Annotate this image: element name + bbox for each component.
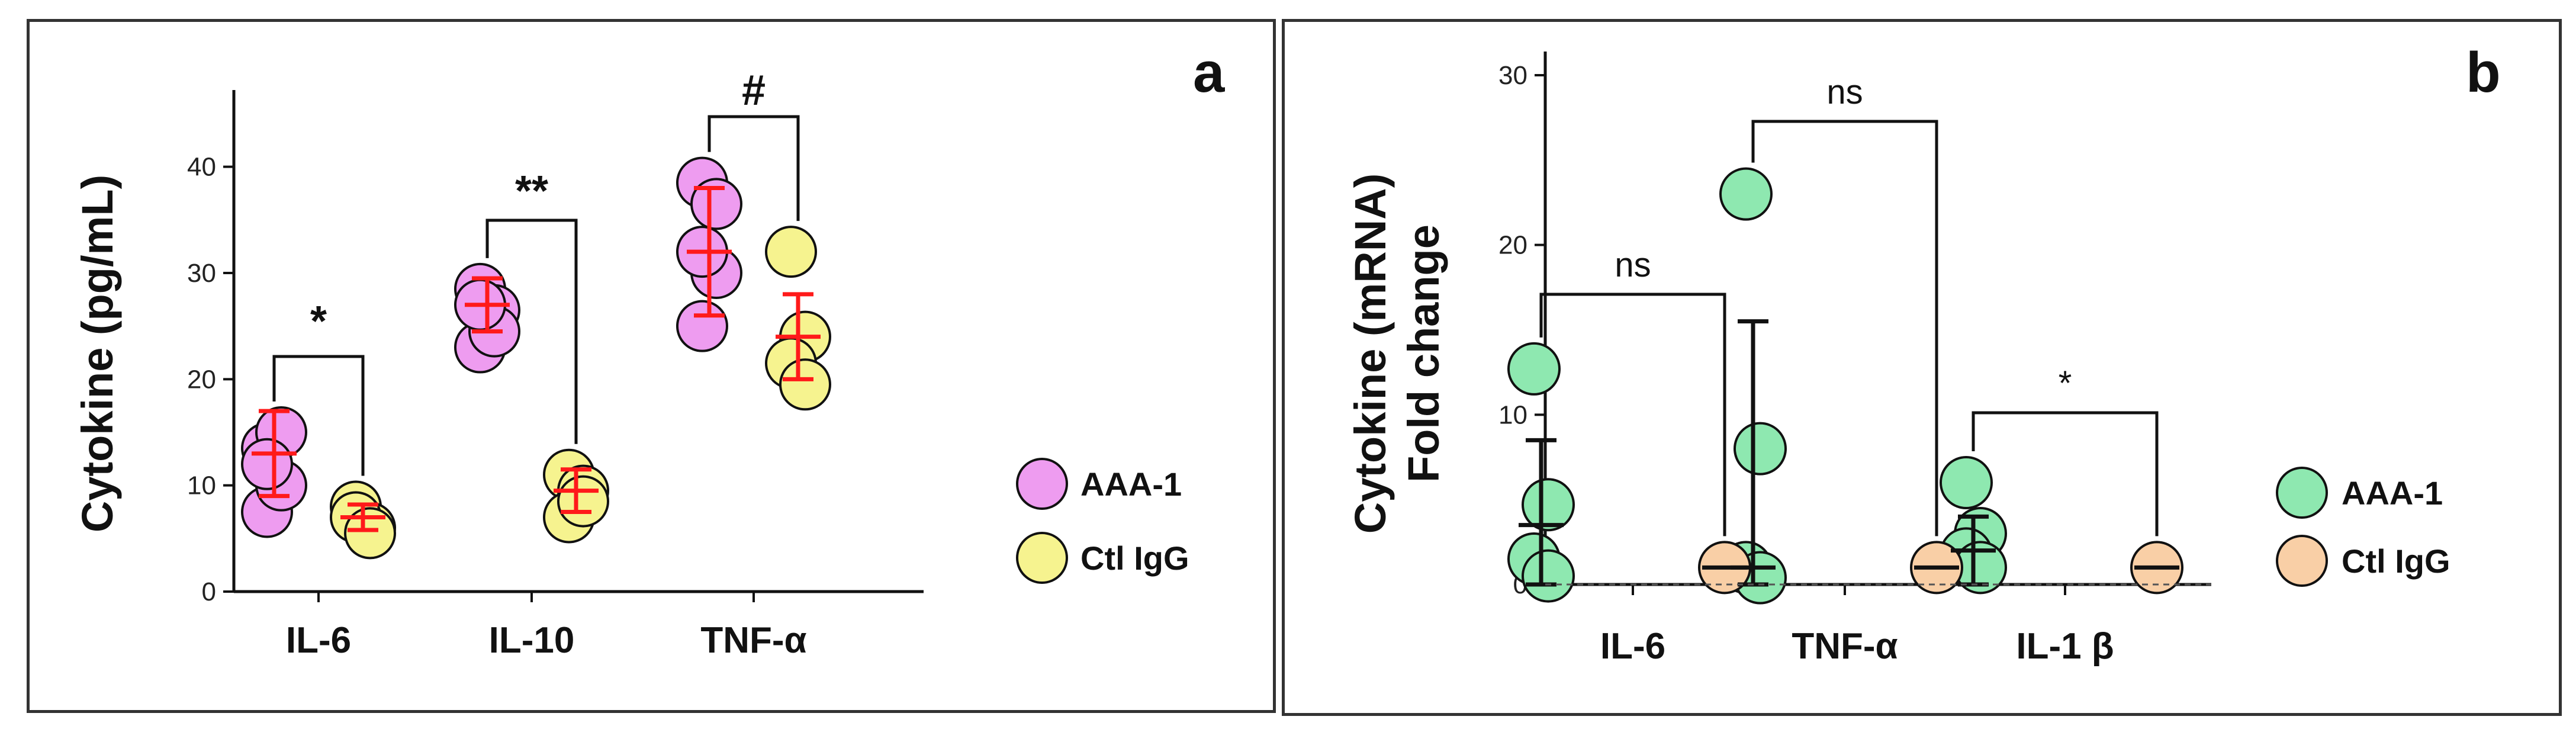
y-tick-label: 20 — [187, 365, 216, 394]
y-tick-label: 30 — [1498, 61, 1527, 90]
legend-marker — [1016, 458, 1068, 510]
y-tick-label: 0 — [202, 577, 216, 606]
legend-label: Ctl IgG — [1080, 539, 1189, 577]
y-tick-label: 20 — [1498, 231, 1527, 260]
data-point-aaa-1 — [1507, 342, 1561, 396]
legend-label: AAA-1 — [1080, 465, 1182, 503]
x-tick-label: IL-6 — [1600, 626, 1665, 667]
data-point-aaa-1 — [1734, 422, 1787, 476]
y-tick-label: 30 — [187, 259, 216, 288]
y-tick-label: 10 — [187, 471, 216, 500]
data-point-ctl-igg — [344, 507, 396, 560]
significance-bracket — [707, 115, 800, 221]
significance-label: * — [2059, 364, 2072, 403]
significance-bracket — [1539, 293, 1726, 537]
data-point-ctl-igg — [557, 475, 609, 528]
data-point-ctl-igg — [765, 226, 817, 278]
data-point-aaa-1 — [1522, 478, 1575, 532]
x-tick-label: IL-1 β — [2016, 626, 2114, 667]
significance-label: * — [310, 298, 327, 345]
significance-label: ** — [515, 168, 548, 215]
data-point-ctl-igg — [779, 358, 831, 411]
significance-bracket — [1972, 411, 2159, 537]
data-point-aaa-1 — [241, 438, 293, 490]
x-tick-label: TNF-α — [1792, 626, 1898, 667]
legend-label: AAA-1 — [2342, 474, 2443, 512]
data-point-aaa-1 — [1940, 456, 1993, 509]
data-point-aaa-1 — [1522, 549, 1575, 603]
x-tick-label: IL-6 — [286, 620, 351, 661]
y-axis-label-line2: Fold change — [1399, 224, 1448, 483]
significance-label: ns — [1615, 246, 1651, 284]
significance-bracket — [1751, 120, 1938, 537]
legend-label: Ctl IgG — [2342, 542, 2450, 580]
x-tick-label: IL-10 — [489, 620, 575, 661]
data-point-aaa-1 — [676, 300, 728, 352]
y-tick-label: 10 — [1498, 400, 1527, 429]
significance-label: # — [742, 67, 766, 114]
panel-letter: a — [1193, 41, 1225, 104]
significance-bracket — [272, 355, 365, 476]
y-axis-label: Cytokine (pg/mL) — [73, 175, 122, 532]
significance-bracket — [485, 219, 578, 444]
legend-marker — [2276, 467, 2328, 519]
y-tick-label: 40 — [187, 153, 216, 182]
panel-letter: b — [2466, 41, 2501, 104]
data-point-aaa-1 — [1719, 167, 1773, 221]
data-point-aaa-1 — [690, 178, 742, 230]
legend-marker — [2276, 535, 2328, 587]
significance-label: ns — [1826, 73, 1863, 111]
legend-marker — [1016, 532, 1068, 584]
y-axis-label: Cytokine (mRNA) — [1346, 174, 1395, 534]
x-tick-label: TNF-α — [700, 620, 806, 661]
